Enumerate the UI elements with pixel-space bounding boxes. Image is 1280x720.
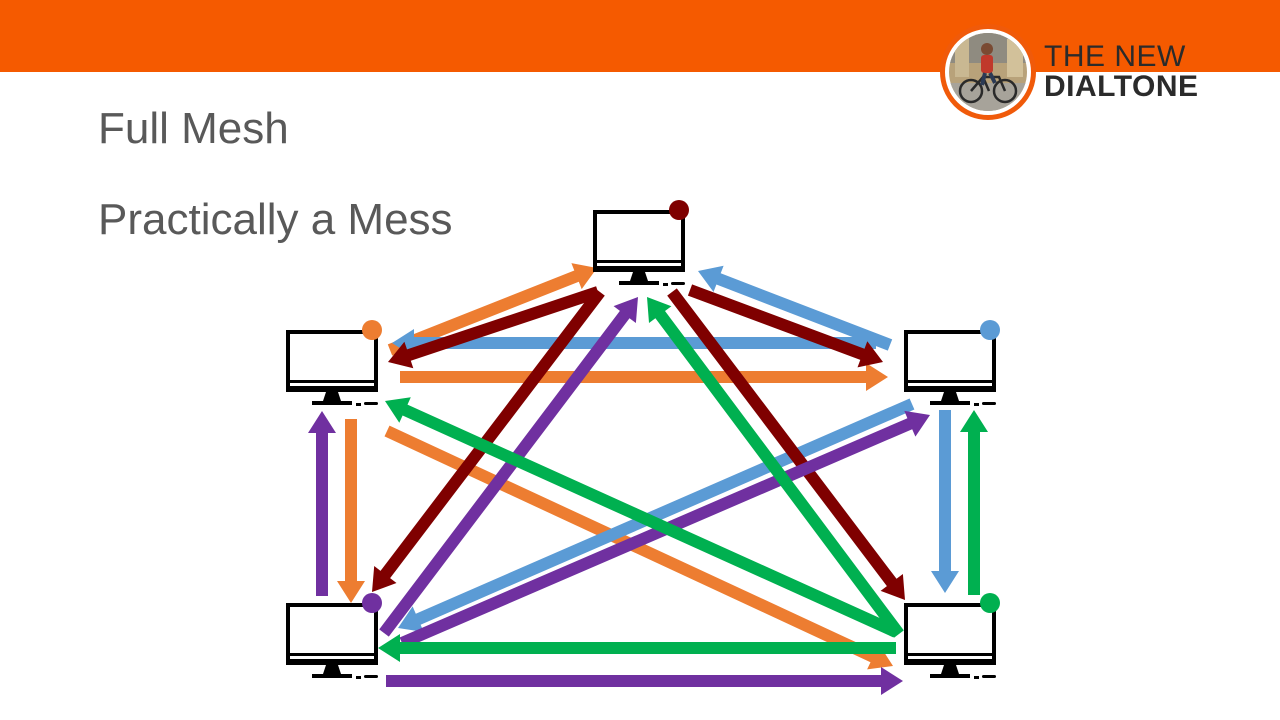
computer-top [593, 200, 689, 286]
slide-subtitle: Practically a Mess [98, 195, 453, 244]
header-bar [0, 0, 1280, 72]
arrow-top-to-right [687, 284, 883, 368]
arrow-left-to-right [400, 363, 888, 391]
arrow-bottom-right-to-left [385, 397, 899, 638]
arrow-bottom-right-to-right [960, 410, 988, 595]
mesh-nodes [286, 200, 1000, 679]
arrow-right-to-left [392, 329, 876, 357]
logo: THE NEW DIALTONE [940, 24, 1200, 124]
arrow-right-to-bottom-left [398, 398, 915, 632]
arrow-left-to-bottom-left [337, 419, 365, 603]
node-dot-bottom-right [980, 593, 1000, 613]
arrow-bottom-right-to-bottom-left [378, 634, 896, 662]
slide-title: Full Mesh [98, 104, 289, 153]
node-dot-left [362, 320, 382, 340]
arrow-top-to-bottom-left [372, 288, 605, 592]
computer-bottom-left [286, 593, 382, 679]
mesh-arrows [308, 263, 988, 695]
arrow-bottom-left-to-bottom-right [386, 667, 903, 695]
node-dot-right [980, 320, 1000, 340]
arrow-left-to-top [387, 263, 597, 356]
logo-line-2: DIALTONE [1044, 70, 1199, 103]
arrow-bottom-left-to-left [308, 411, 336, 596]
computer-icon [904, 330, 996, 406]
arrow-top-to-left [388, 286, 600, 369]
computer-icon [904, 603, 996, 679]
arrow-left-to-bottom-right [384, 425, 893, 670]
logo-line-1: THE NEW [1044, 40, 1186, 73]
arrow-right-to-bottom-right [931, 410, 959, 593]
node-dot-top [669, 200, 689, 220]
computer-left [286, 320, 382, 406]
arrow-right-to-top [698, 265, 893, 351]
computer-icon [286, 603, 378, 679]
computer-icon [593, 210, 685, 286]
computer-right [904, 320, 1000, 406]
logo-badge [940, 24, 1036, 120]
computer-bottom-right [904, 593, 1000, 679]
node-dot-bottom-left [362, 593, 382, 613]
logo-wordmark: THE NEW DIALTONE [1044, 42, 1199, 102]
arrow-bottom-right-to-top [647, 297, 904, 638]
arrow-top-to-bottom-right [667, 288, 905, 600]
computer-icon [286, 330, 378, 406]
arrow-bottom-left-to-top [379, 297, 638, 637]
